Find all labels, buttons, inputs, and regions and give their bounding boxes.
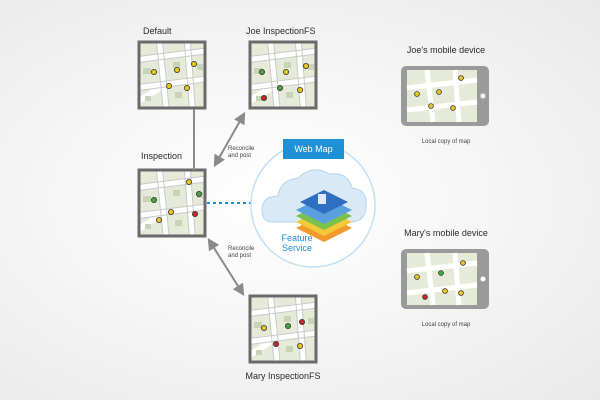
feature-service-label: Feature Service <box>275 233 319 253</box>
mary-tablet <box>401 249 489 309</box>
label-local-copy-mary: Local copy of map <box>421 322 471 328</box>
reconcile-top-line1: Reconcile <box>228 146 255 152</box>
reconcile-bottom-line1: Reconcile <box>228 246 255 252</box>
reconcile-arrow-bottom <box>207 237 245 297</box>
map-inspection <box>134 165 214 245</box>
reconcile-note-bottom: Reconcile and post <box>228 246 254 260</box>
reconcile-bottom-line2: and post <box>228 253 252 259</box>
joe-tablet <box>401 66 489 126</box>
map-mary-inspection <box>245 291 325 371</box>
reconcile-top-line2: and post <box>228 153 252 159</box>
map-default <box>134 37 214 117</box>
label-joe-inspection: Joe InspectionFS <box>246 26 316 36</box>
tablet-icon <box>401 66 489 309</box>
label-mary-device: Mary's mobile device <box>404 228 488 238</box>
layer-stack-icon <box>296 190 352 242</box>
web-map-badge: Web Map <box>283 139 344 159</box>
feature-service-line1: Feature <box>281 233 313 243</box>
label-local-copy-joe: Local copy of map <box>421 139 471 145</box>
label-default: Default <box>143 26 172 36</box>
reconcile-arrow-top <box>213 111 246 168</box>
feature-service-line2: Service <box>281 243 312 253</box>
reconcile-note-top: Reconcile and post <box>228 146 254 160</box>
label-inspection: Inspection <box>141 151 183 161</box>
label-joe-device: Joe's mobile device <box>406 45 486 55</box>
label-mary-inspection: Mary InspectionFS <box>245 371 321 381</box>
map-default-points <box>150 60 198 92</box>
map-joe-inspection <box>245 37 325 117</box>
